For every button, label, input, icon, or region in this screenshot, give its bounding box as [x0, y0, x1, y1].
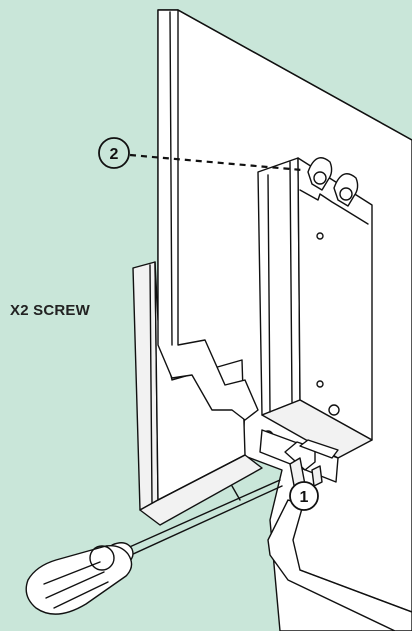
bottom-terminal [259, 429, 339, 497]
screwdriver [25, 479, 283, 615]
callout-2: 2 [98, 137, 303, 172]
callout-2-number: 2 [110, 146, 119, 163]
device-body [257, 157, 373, 459]
screw-label: X2 SCREW [10, 302, 90, 319]
callout-1-number: 1 [300, 489, 309, 506]
callout-1: 1 [289, 481, 319, 511]
front-panel [157, 9, 259, 421]
top-connectors [299, 157, 369, 225]
